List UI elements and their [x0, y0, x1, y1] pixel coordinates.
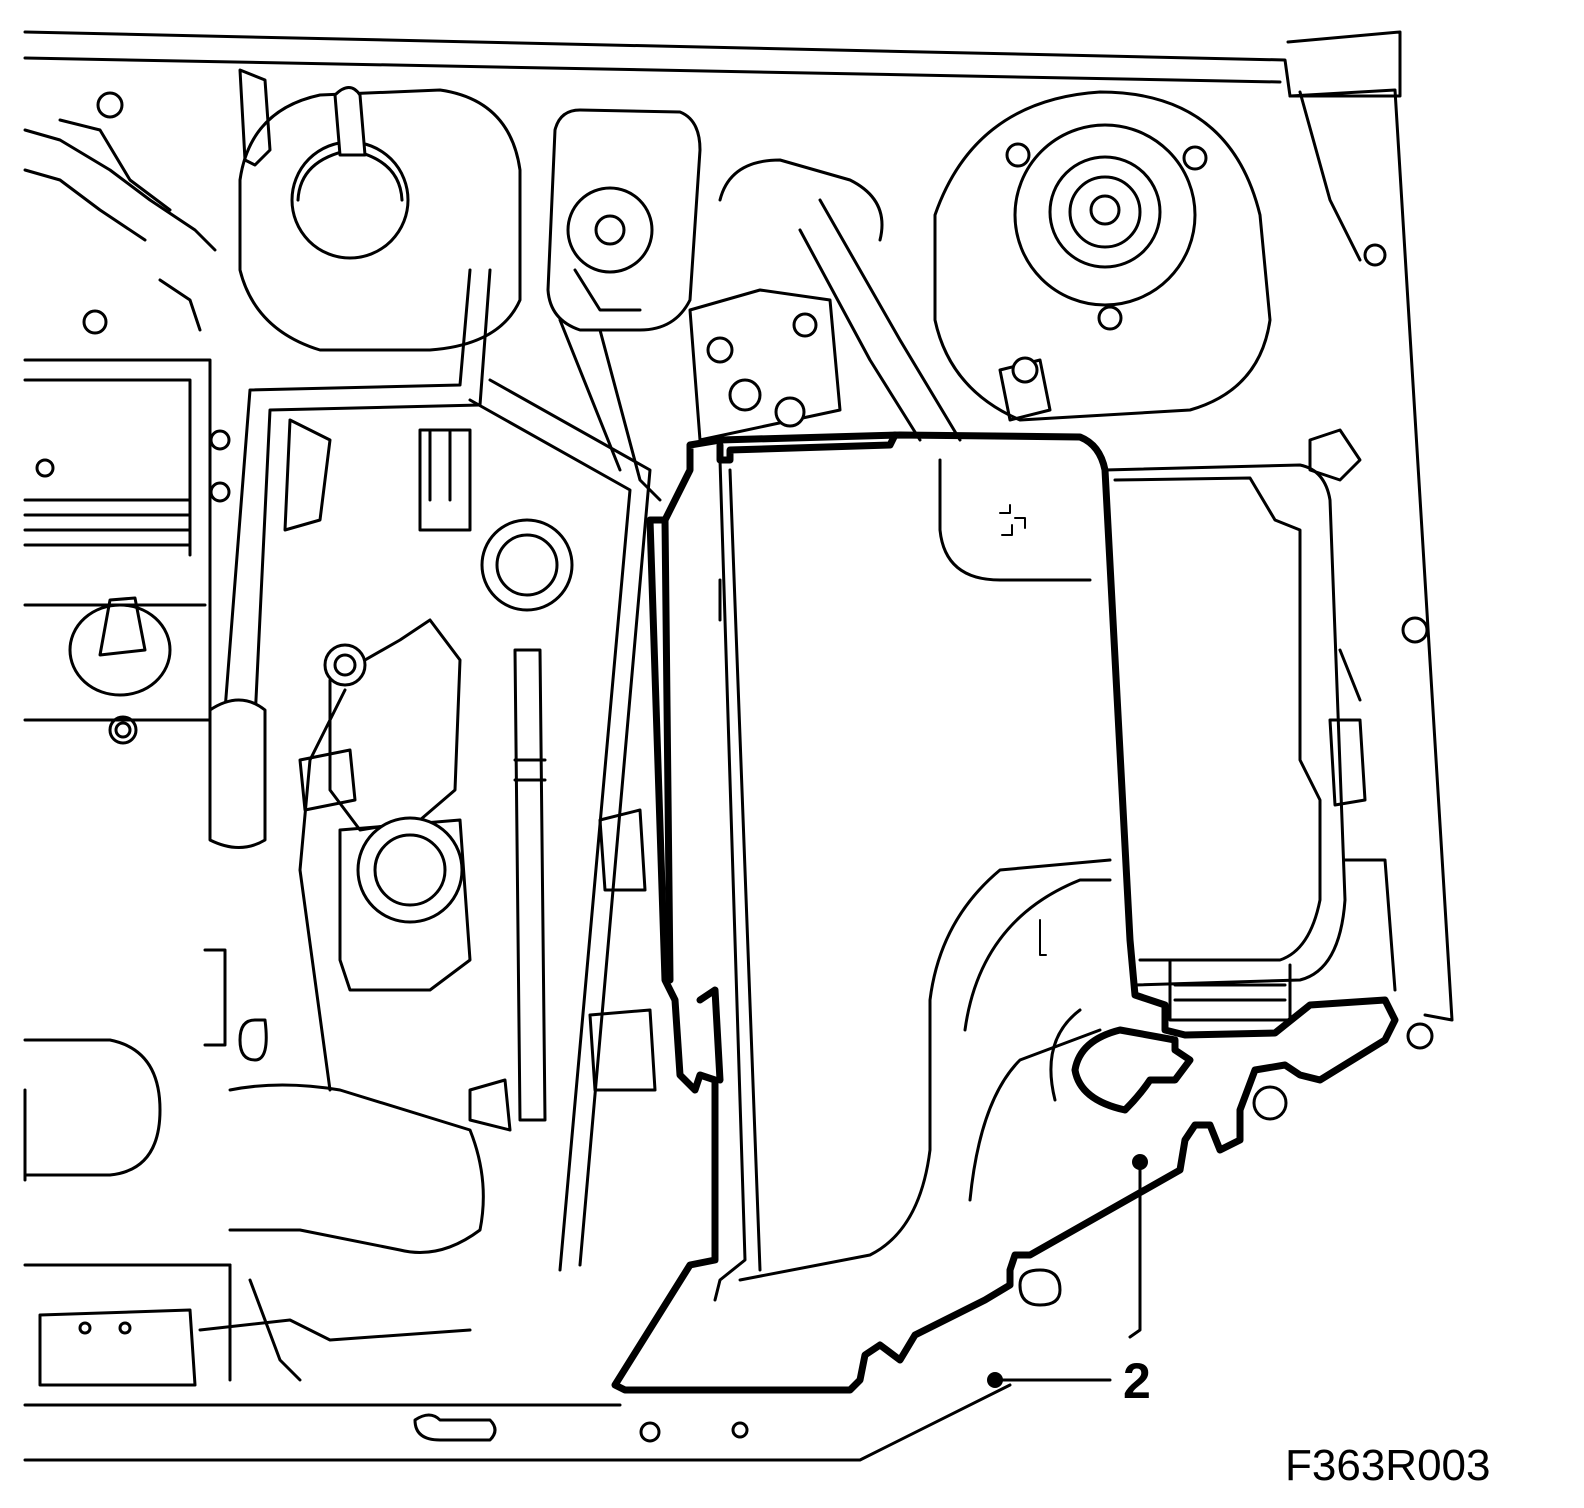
- air-box-lower: [718, 458, 1112, 1282]
- abs-module: [558, 158, 1052, 502]
- brake-fluid-reservoir: [546, 108, 702, 332]
- callout-leaders: [987, 1154, 1148, 1388]
- body-frame: [23, 30, 1454, 1462]
- strut-tower: [933, 90, 1429, 644]
- callout-number: 2: [1123, 1353, 1151, 1409]
- engine-block: [23, 309, 232, 1267]
- upper-hoses: [23, 68, 272, 332]
- figure-code: F363R003: [1285, 1441, 1490, 1490]
- air-cleaner-housing-outline: [611, 431, 1434, 1394]
- middle-hoses: [208, 268, 652, 1272]
- callout-leader-upper: [1128, 1160, 1142, 1339]
- coolant-reservoir: [238, 86, 522, 352]
- lower-middle-components: [38, 808, 657, 1387]
- fuse-box: [1103, 428, 1397, 1022]
